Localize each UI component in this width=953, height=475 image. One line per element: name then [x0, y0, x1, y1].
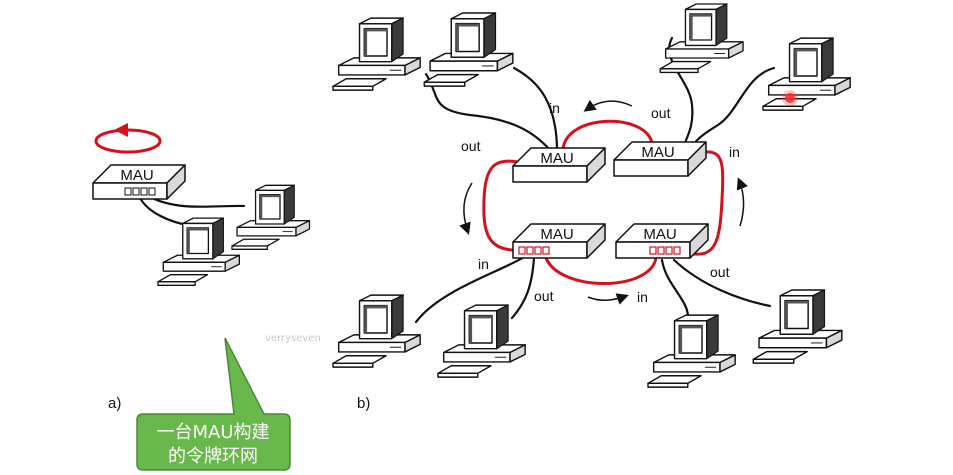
mau-label: MAU	[540, 226, 573, 243]
direction-arrow-icon	[587, 293, 629, 305]
mau-device: MAU	[512, 223, 606, 259]
mau-device: MAU	[613, 141, 707, 177]
laser-pointer-dot	[785, 93, 795, 103]
mau-label: MAU	[643, 226, 676, 243]
panel-label: a)	[108, 395, 121, 412]
port-label: out	[651, 105, 671, 121]
cable	[690, 66, 776, 148]
token-ring-path	[561, 119, 654, 152]
computer-icon	[157, 217, 241, 286]
mau-device: MAU	[92, 164, 186, 200]
computer-icon	[231, 184, 311, 250]
mau-port	[657, 246, 665, 255]
callout-shape	[136, 337, 291, 471]
port-label: out	[461, 138, 481, 154]
panel-a: MAU a)	[92, 123, 311, 412]
computer-icon	[437, 304, 526, 378]
callout-bubble: 一台MAU构建 的令牌环网	[136, 337, 291, 471]
cable	[512, 66, 559, 150]
mau-port	[526, 246, 534, 255]
mau-device: MAU	[512, 147, 606, 183]
computer-icon	[332, 294, 421, 368]
panel-b: MAU MAU MAU MAU in out out	[332, 3, 851, 412]
mau-port	[542, 246, 550, 255]
direction-arrow-icon	[736, 177, 748, 227]
port-label: in	[729, 144, 740, 160]
mau-device: MAU	[615, 223, 709, 259]
mau-label: MAU	[120, 167, 153, 184]
mau-port	[673, 246, 681, 255]
port-label: in	[637, 289, 648, 305]
direction-arrow-icon	[583, 99, 633, 112]
computer-icon	[423, 12, 514, 87]
port-label: out	[534, 288, 554, 304]
callout-line-2: 的令牌环网	[168, 446, 258, 467]
cable	[510, 256, 536, 320]
callout-line-1: 一台MAU构建	[156, 422, 269, 443]
mau-port	[665, 246, 673, 255]
mau-port	[534, 246, 542, 255]
mau-port	[132, 187, 140, 196]
watermark: verryseven	[265, 333, 321, 344]
rotation-arrowhead-icon	[114, 123, 128, 137]
computer-icon	[752, 289, 843, 364]
direction-arrow-icon	[459, 182, 473, 235]
port-label: in	[478, 256, 489, 272]
mau-label: MAU	[540, 150, 573, 167]
computer-icon	[647, 314, 736, 388]
mau-port	[518, 246, 526, 255]
cable	[424, 72, 552, 152]
laser-pointer-glow	[782, 90, 798, 106]
computer-icon	[762, 37, 851, 111]
token-ring-path	[692, 150, 725, 256]
token-ring-path	[482, 159, 522, 252]
panel-label: b)	[357, 395, 370, 412]
mau-port	[148, 187, 156, 196]
cable	[148, 195, 246, 208]
port-label: in	[549, 100, 560, 116]
port-label: out	[710, 264, 730, 280]
mau-label: MAU	[641, 144, 674, 161]
token-ring-path	[544, 256, 658, 285]
mau-port	[649, 246, 657, 255]
mau-port	[124, 187, 132, 196]
cable	[414, 254, 528, 324]
computer-icon	[332, 17, 421, 91]
mau-port	[140, 187, 148, 196]
cable	[672, 258, 772, 308]
